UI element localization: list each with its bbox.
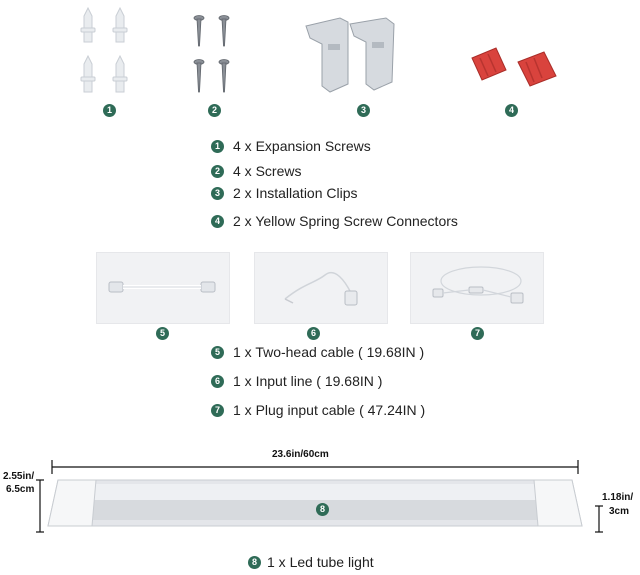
item-number-badge: 8 [248,555,261,569]
width-label-top: 2.55in/ [3,471,35,482]
item-label: 2 x Yellow Spring Screw Connectors [233,213,458,229]
screw-icon [193,15,230,93]
plug-cable-photo [410,252,544,324]
input-line-icon [284,272,358,306]
item-label: 4 x Screws [233,163,302,179]
item-number-badge: 3 [211,186,224,200]
item-number-badge: 6 [211,374,224,388]
item-label: 1 x Two-head cable ( 19.68IN ) [233,344,425,360]
part-number-badge: 5 [156,327,169,340]
part-number-badge: 7 [471,327,484,340]
two-head-cable-icon [108,281,216,293]
item-number-badge: 2 [211,164,224,178]
height-label-top: 1.18in/ [602,492,634,503]
length-dimension-line [51,460,579,474]
item-label: 1 x Plug input cable ( 47.24IN ) [233,402,426,418]
two-head-cable-photo [96,252,230,324]
part-number-badge: 2 [208,104,221,117]
led-tube-icon [47,479,583,527]
item-number-badge: 7 [211,403,224,417]
height-label-bottom: 3cm [609,506,630,517]
list-item: 5 1 x Two-head cable ( 19.68IN ) [211,344,424,360]
led-tube-diagram [36,460,603,533]
plug-cable-icon [432,266,524,304]
item-number-badge: 1 [211,139,224,153]
list-item: 4 2 x Yellow Spring Screw Connectors [211,213,458,229]
item-label: 1 x Input line ( 19.68IN ) [233,373,383,389]
part-number-badge: 4 [505,104,518,117]
list-item: 6 1 x Input line ( 19.68IN ) [211,373,382,389]
part-number-badge: 1 [103,104,116,117]
part-number-badge: 3 [357,104,370,117]
expansion-screw-icon [80,6,128,93]
item-label: 4 x Expansion Screws [233,138,371,154]
item-number-badge: 5 [211,345,224,359]
width-label-bottom: 6.5cm [6,484,35,495]
input-line-photo [254,252,388,324]
item-number-badge: 4 [211,214,224,228]
part-number-badge: 8 [316,503,329,516]
list-item: 7 1 x Plug input cable ( 47.24IN ) [211,402,425,418]
part-number-badge: 6 [307,327,320,340]
list-item: 2 4 x Screws [211,163,301,179]
item-label: 2 x Installation Clips [233,185,358,201]
item-label: 1 x Led tube light [267,554,374,570]
width-dimension-line [36,479,44,533]
height-dimension-line [595,505,603,533]
list-item: 8 1 x Led tube light [248,554,374,570]
length-label: 23.6in/60cm [272,449,329,460]
list-item: 1 4 x Expansion Screws [211,138,371,154]
list-item: 3 2 x Installation Clips [211,185,358,201]
spring-connector-icon [471,47,557,87]
installation-clip-icon [305,17,395,93]
